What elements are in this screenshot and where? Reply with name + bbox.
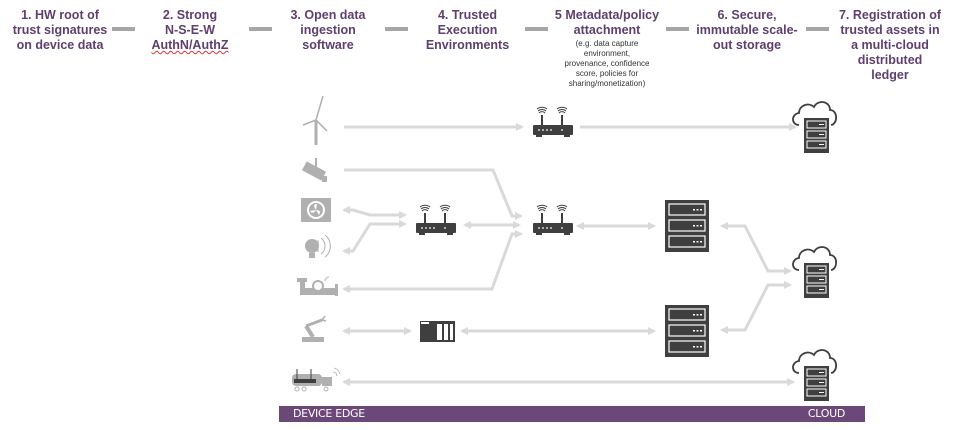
connections: [342, 123, 797, 386]
smart-bulb-icon: [305, 234, 331, 258]
device-edge-label: DEVICE EDGE: [293, 407, 365, 420]
security-camera-icon: [301, 158, 327, 182]
step-3-heading: 3. Open data ingestion software: [290, 8, 366, 52]
step-5-heading: 5 Metadata/policy attachment (e.g. data …: [550, 8, 664, 89]
step-connector: [666, 27, 689, 31]
arrow-storage-top-to-cloud-middle: [720, 222, 792, 275]
connected-truck-icon: [292, 367, 341, 392]
step-2-heading: 2. Strong N-S-E-W AuthN/AuthZ: [151, 8, 229, 52]
step-connector: [385, 27, 408, 31]
cloud-bottom-server-icon: [792, 349, 838, 402]
plc-controller-icon: [420, 321, 455, 342]
arrow-edge-gateway-bulb: [342, 220, 407, 255]
storage-server-bottom-icon: [664, 304, 710, 358]
step-6-heading: 6. Secure, immutable scale- out storage: [696, 8, 798, 52]
step-connector: [525, 27, 548, 31]
step-connector: [806, 27, 829, 31]
robotic-arm-icon: [302, 315, 327, 342]
step-7-heading: 7. Registration of trusted assets in a m…: [838, 8, 942, 82]
smart-meter-pipe-icon: [297, 276, 338, 296]
edge-to-cloud-bar: DEVICE EDGE CLOUD: [279, 406, 865, 422]
hvac-fan-icon: [301, 198, 331, 222]
step-1-heading: 1. HW root of trust signatures on device…: [12, 8, 108, 52]
gateway-edge-right-router-icon: [532, 204, 574, 236]
arrow-meter-to-edge-gateway: [342, 230, 523, 293]
wind-turbine-icon: [302, 95, 328, 145]
step-4-heading: 4. Trusted Execution Environments: [425, 8, 510, 52]
step-5-subtitle: (e.g. data capture environment, provenan…: [564, 39, 650, 88]
gateway-top-router-icon: [532, 106, 574, 138]
arrow-camera-to-edge-gateway: [344, 168, 523, 220]
cloud-middle-server-icon: [792, 246, 838, 299]
storage-server-top-icon: [664, 199, 710, 253]
step-connector: [112, 27, 135, 31]
cloud-label: CLOUD: [807, 407, 845, 420]
step-connector: [249, 27, 272, 31]
arrow-edge-gateway-fan: [342, 206, 407, 219]
cloud-top-server-icon: [792, 101, 838, 154]
gateway-edge-left-router-icon: [415, 204, 457, 236]
arrow-storage-bottom-to-cloud-middle: [720, 281, 792, 334]
